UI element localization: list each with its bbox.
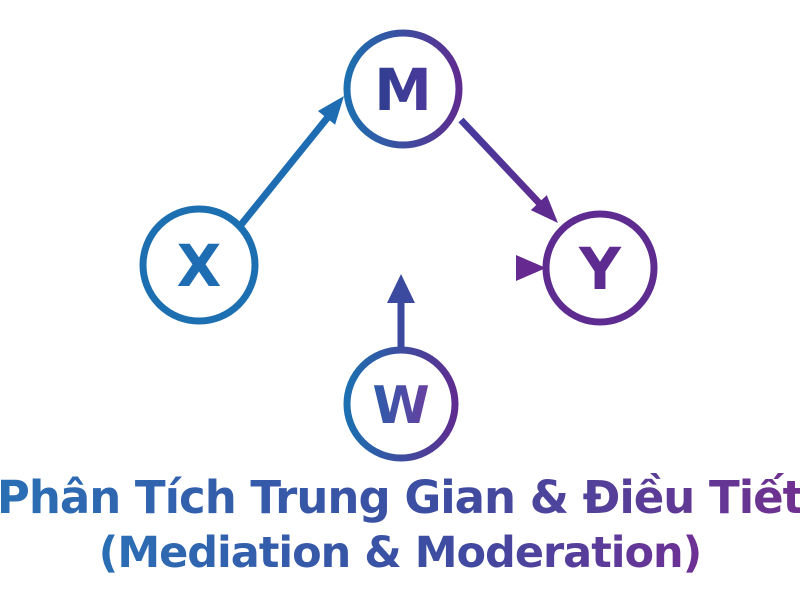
diagram-subtitle: (Mediation & Moderation) [99, 528, 702, 578]
edge-m-to-y [458, 117, 558, 223]
edge-x-to-y [258, 255, 546, 281]
node-moderator: W [343, 346, 459, 462]
node-mediator: M [343, 29, 463, 149]
node-label-m: M [374, 56, 432, 124]
diagram-title: Phân Tích Trung Gian & Điều Tiết [0, 471, 800, 524]
node-label-y: Y [578, 235, 622, 303]
edge-w-to-xy-path [387, 274, 415, 349]
node-label-w: W [372, 376, 429, 436]
node-dependent: Y [542, 210, 658, 326]
node-independent: X [139, 205, 259, 325]
edge-x-to-m [237, 96, 344, 229]
node-label-x: X [177, 232, 222, 300]
